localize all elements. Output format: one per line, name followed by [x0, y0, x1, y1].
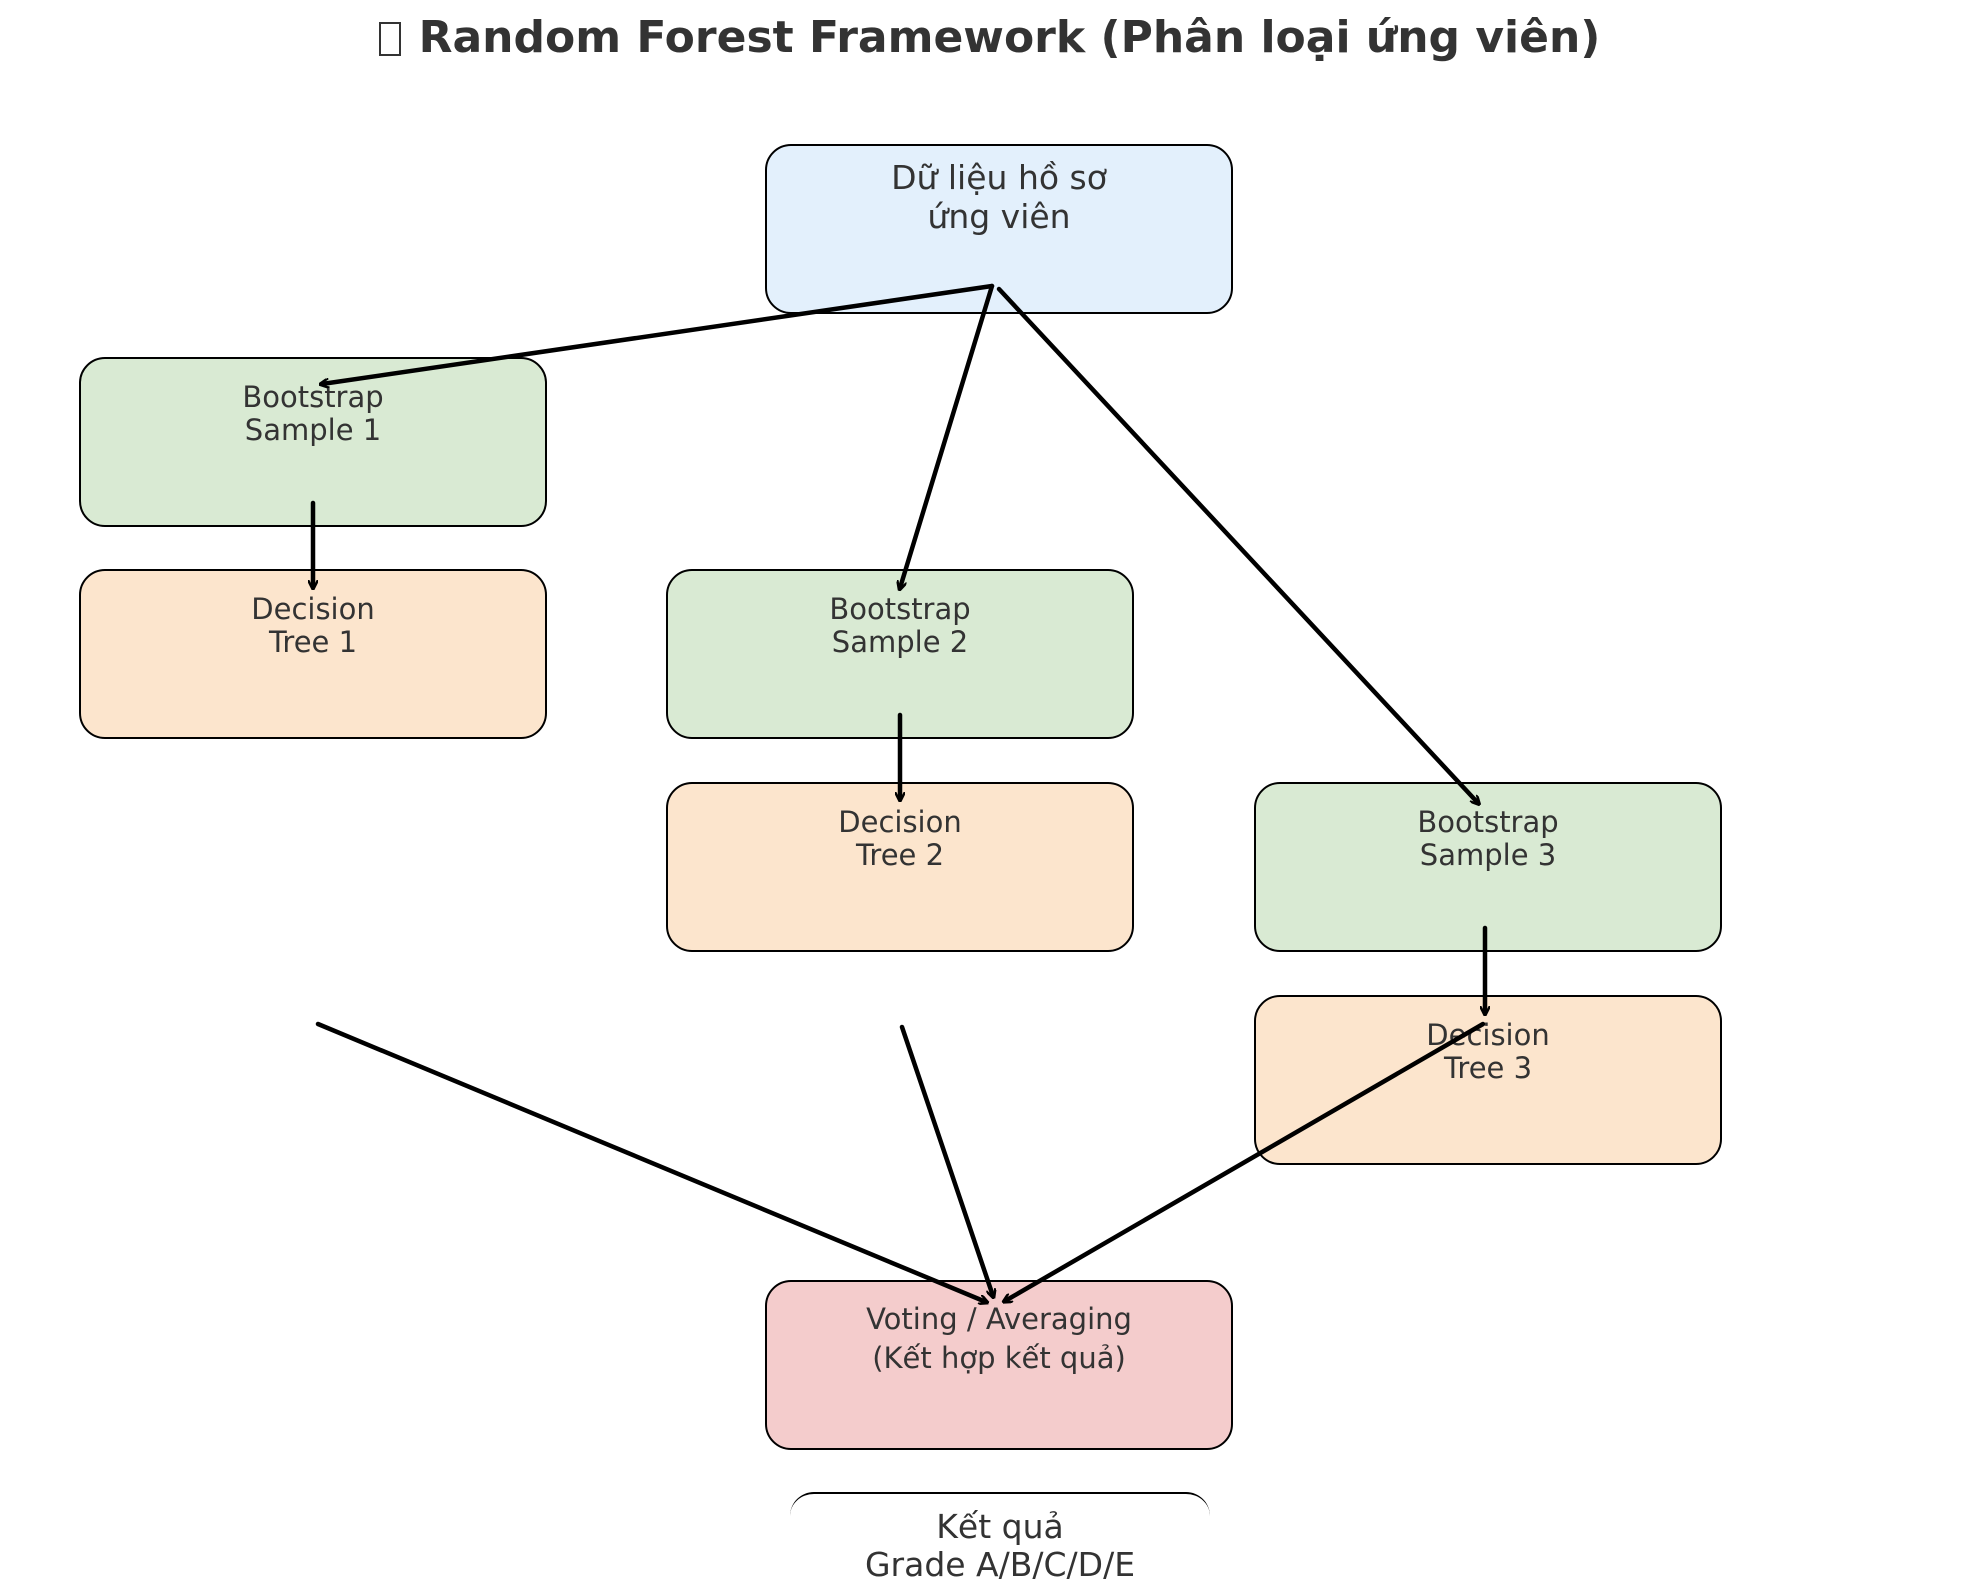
- diagram-title-text: Random Forest Framework (Phân loại ứng v…: [418, 12, 1601, 63]
- node-decision-tree-3-line2: Tree 3: [1443, 1051, 1533, 1085]
- node-bootstrap-sample-1: Bootstrap Sample 1: [79, 357, 547, 527]
- node-bootstrap-sample-3-line1: Bootstrap: [1417, 805, 1559, 839]
- node-voting-averaging-line2: (Kết hợp kết quả): [872, 1341, 1126, 1375]
- node-result-line1: Kết quả: [936, 1507, 1064, 1546]
- node-decision-tree-3: Decision Tree 3: [1254, 995, 1722, 1165]
- node-candidate-data-line1: Dữ liệu hồ sơ: [891, 158, 1107, 197]
- node-decision-tree-3-line1: Decision: [1426, 1018, 1550, 1052]
- node-decision-tree-2: Decision Tree 2: [666, 782, 1134, 952]
- edge-data-to-sample-2: [900, 283, 995, 588]
- node-result: Kết quả Grade A/B/C/D/E: [790, 1492, 1210, 1590]
- edge-tree-1-to-voting: [315, 1021, 986, 1302]
- edge-tree-2-to-voting: [899, 1024, 993, 1296]
- diagram-title: Random Forest Framework (Phân loại ứng v…: [0, 12, 1979, 63]
- node-bootstrap-sample-1-line2: Sample 1: [244, 413, 382, 447]
- node-bootstrap-sample-2-line2: Sample 2: [831, 625, 969, 659]
- missing-glyph-icon: [378, 22, 401, 56]
- node-decision-tree-1: Decision Tree 1: [79, 569, 547, 739]
- node-voting-averaging: Voting / Averaging (Kết hợp kết quả): [765, 1280, 1233, 1450]
- node-decision-tree-1-line1: Decision: [251, 592, 375, 626]
- node-decision-tree-2-line1: Decision: [838, 805, 962, 839]
- node-bootstrap-sample-3-line2: Sample 3: [1419, 838, 1557, 872]
- node-bootstrap-sample-2-line1: Bootstrap: [829, 592, 971, 626]
- node-decision-tree-1-line2: Tree 1: [268, 625, 358, 659]
- node-voting-averaging-line1: Voting / Averaging: [866, 1302, 1132, 1336]
- node-result-line2: Grade A/B/C/D/E: [864, 1545, 1136, 1584]
- node-candidate-data-line2: ứng viên: [927, 197, 1071, 236]
- node-candidate-data: Dữ liệu hồ sơ ứng viên: [765, 144, 1233, 314]
- node-decision-tree-2-line2: Tree 2: [855, 838, 945, 872]
- node-bootstrap-sample-2: Bootstrap Sample 2: [666, 569, 1134, 739]
- node-bootstrap-sample-3: Bootstrap Sample 3: [1254, 782, 1722, 952]
- node-bootstrap-sample-1-line1: Bootstrap: [242, 380, 384, 414]
